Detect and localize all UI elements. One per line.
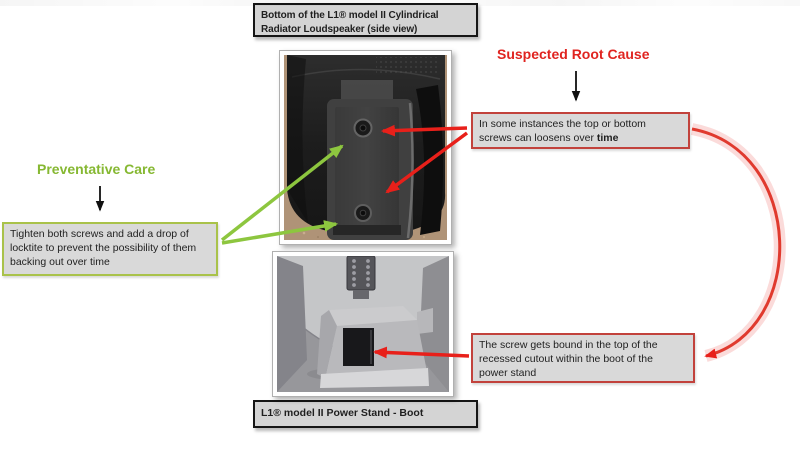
preventative-note-box: Tighten both screws and add a drop of lo… [2,222,218,276]
preventative-care-heading: Preventative Care [37,161,156,177]
boot-note-line1: The screw gets bound in the top of the [479,339,658,351]
root-cause-line1: In some instances the top or bottom [479,118,646,130]
root-cause-bold-word: time [596,131,619,144]
preventative-line2: locktite to prevent the possibility of t… [10,241,197,254]
power-stand-boot-photo [272,251,454,397]
root-cause-note-box: In some instances the top or bottom scre… [471,112,690,149]
speaker-title-line1: Bottom of the L1® model II Cylindrical [261,10,439,21]
preventative-line1: Tighten both screws and add a drop of [10,228,189,240]
curved-red-connector-arrow [691,127,782,359]
speaker-title-box: Bottom of the L1® model II Cylindrical R… [253,3,478,37]
power-stand-label-box: L1® model II Power Stand - Boot [253,400,478,428]
suspected-root-cause-heading: Suspected Root Cause [497,46,650,62]
power-stand-label: L1® model II Power Stand - Boot [261,407,424,420]
boot-note-line2: recessed cutout within the boot of the [479,352,653,365]
boot-note-line3: power stand [479,366,537,379]
speaker-bottom-photo [279,50,452,245]
boot-photo-graphic [277,256,449,392]
curved-red-arrow-glow [690,123,786,362]
preventative-line3: backing out over time [10,255,110,268]
scan-artifact-band [0,0,800,6]
boot-note-box: The screw gets bound in the top of the r… [471,333,695,383]
speaker-title-line2: Radiator Loudspeaker (side view) [261,24,418,35]
speaker-photo-graphic [284,55,447,240]
root-cause-line2: screws can loosens over time [479,131,619,144]
